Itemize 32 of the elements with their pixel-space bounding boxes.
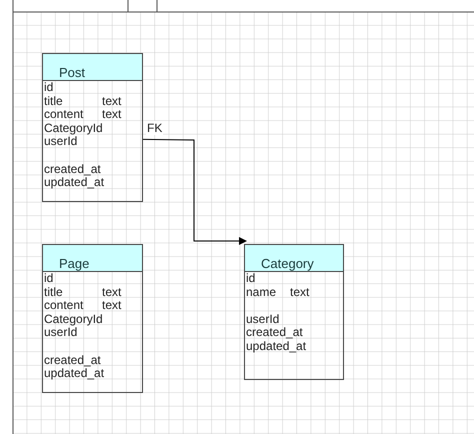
field-name: CategoryId [44, 312, 103, 326]
field-name: title [44, 94, 63, 108]
field-name: id [44, 81, 54, 94]
table-box [42, 244, 143, 393]
field-name: created_at [44, 354, 101, 367]
field-name: userId [44, 326, 78, 340]
field-type: text [102, 286, 122, 299]
table-title: Page [59, 256, 90, 271]
field-type: text [102, 94, 122, 108]
field-name: CategoryId [44, 122, 103, 135]
table-title: Category [261, 256, 314, 271]
field-type: text [290, 286, 310, 299]
field-name: updated_at [44, 176, 104, 190]
field-name: created_at [44, 162, 101, 176]
field-name: content [44, 108, 84, 122]
field-name: created_at [246, 326, 303, 340]
field-name: userId [44, 135, 78, 148]
field-type: text [102, 299, 122, 312]
field-name: updated_at [246, 340, 306, 353]
relation-arrow [142, 138, 247, 245]
table-box [42, 53, 143, 202]
table-box [244, 244, 344, 380]
table-title: Post [59, 65, 86, 80]
field-name: updated_at [44, 367, 104, 380]
field-name: name [246, 286, 276, 299]
field-name: id [44, 272, 54, 285]
field-name: content [44, 299, 84, 312]
field-name: id [246, 272, 256, 285]
field-name: userId [246, 312, 280, 326]
field-name: title [44, 286, 63, 299]
field-type: text [102, 108, 122, 122]
edge-label: FK [146, 121, 164, 135]
